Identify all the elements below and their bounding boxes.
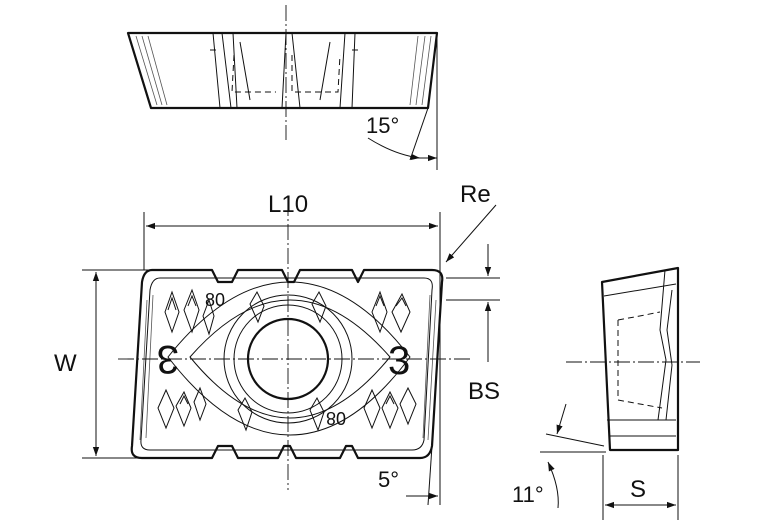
- top-view: 15°: [126, 5, 439, 170]
- chip-breaker-bottom-right: [309, 386, 417, 432]
- chip-mark-left: 3: [157, 337, 179, 381]
- top-angle-label: 15°: [366, 113, 399, 138]
- side-view: S 11°: [512, 266, 700, 520]
- thickness-label: S: [630, 476, 646, 503]
- side-angle-label: 11°: [512, 482, 544, 507]
- bevel-size-label: BS: [468, 378, 500, 405]
- chip-mark-right: 3: [388, 339, 410, 383]
- corner-radius-label: Re: [460, 181, 491, 208]
- chip-breaker-bottom-left: [157, 386, 253, 432]
- front-angle-label: 5°: [378, 467, 399, 492]
- width-label: W: [54, 350, 77, 377]
- chip-breaker-top-right: [249, 290, 411, 334]
- insert-outline: [130, 268, 444, 460]
- chip-breaker-top-left: [164, 288, 215, 336]
- marking-bottom: 08: [326, 408, 346, 428]
- front-view: L10 Re: [54, 181, 500, 506]
- marking-top: 80: [205, 290, 225, 310]
